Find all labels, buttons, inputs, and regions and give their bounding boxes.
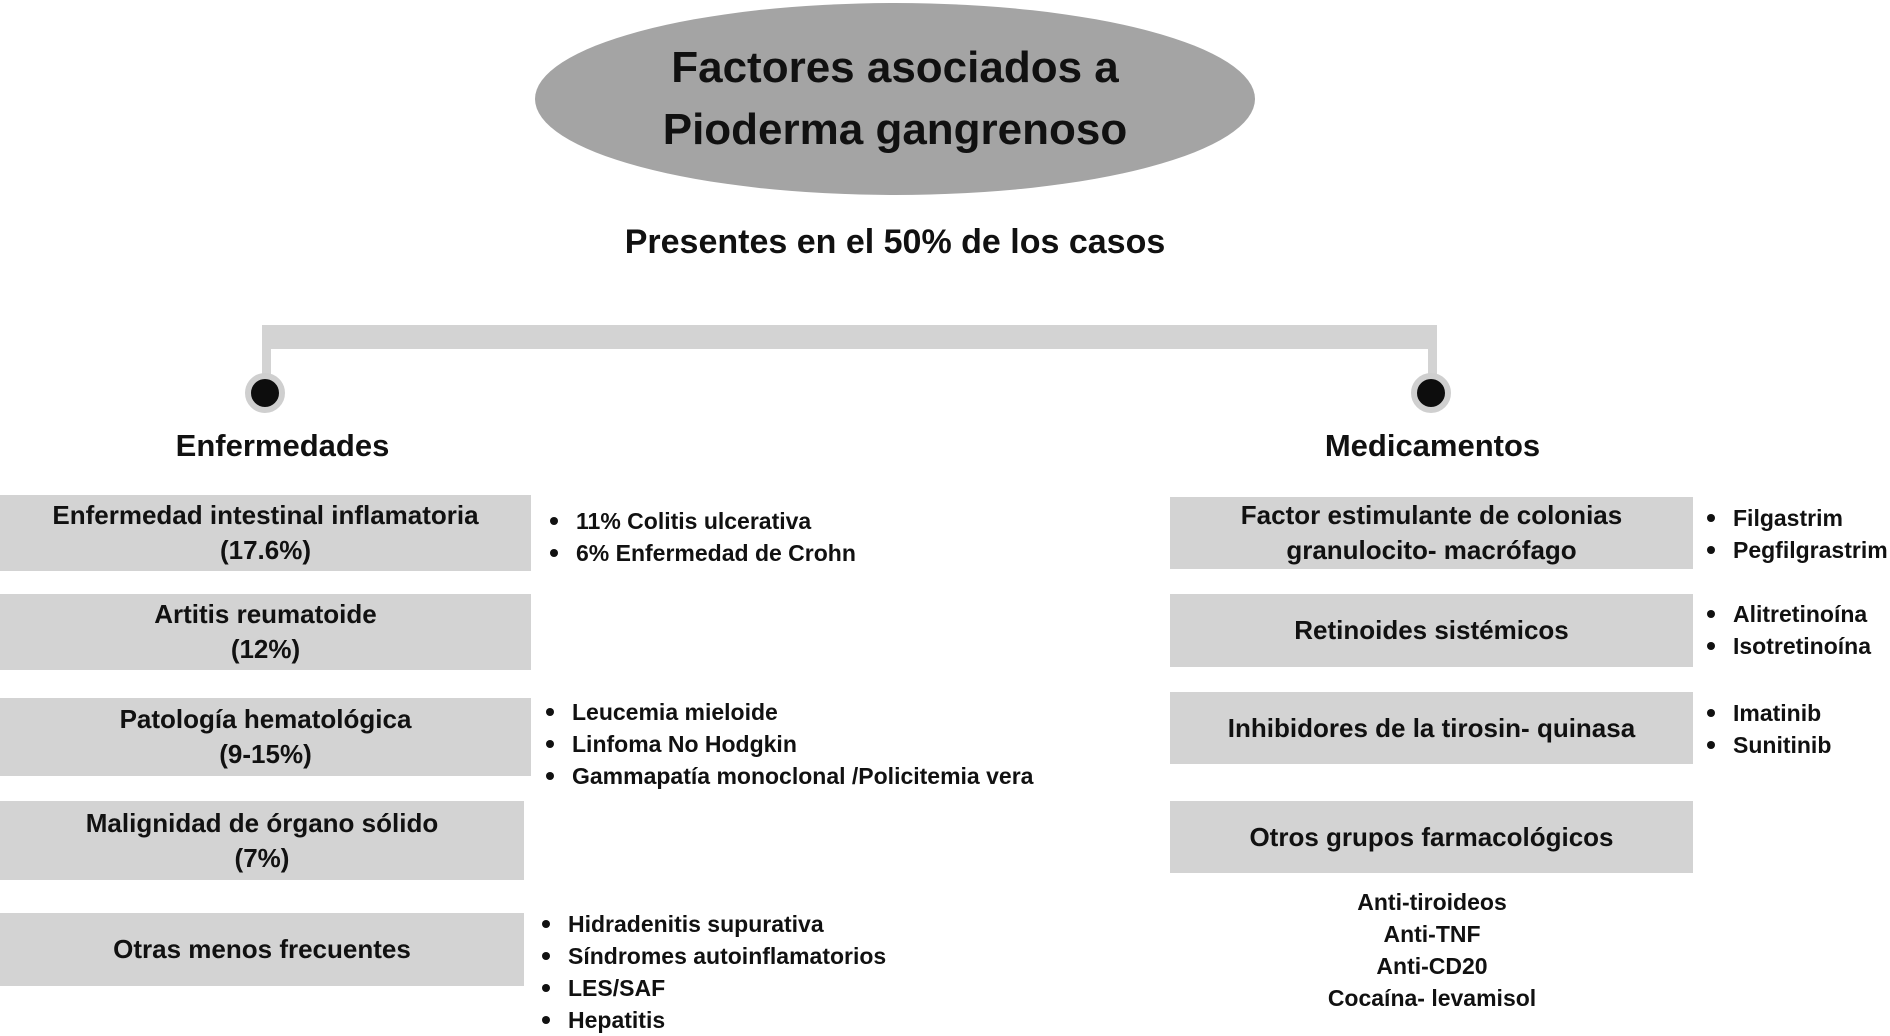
list-item: Anti-tiroideos xyxy=(1357,889,1507,915)
box-factor-estimulante: Factor estimulante de colonias granuloci… xyxy=(1170,497,1693,569)
box-otras-menos-frecuentes: Otras menos frecuentes xyxy=(0,913,524,986)
box-label: Patología hematológica xyxy=(119,704,412,734)
box-label: Factor estimulante de colonias xyxy=(1240,500,1623,530)
box-label: Enfermedad intestinal inflamatoria xyxy=(52,500,479,530)
list-item: Filgastrim xyxy=(1705,502,1888,534)
retinoides-details-list: Alitretinoína Isotretinoína xyxy=(1705,598,1871,662)
list-item: Cocaína- levamisol xyxy=(1327,985,1537,1011)
list-item: Isotretinoína xyxy=(1705,630,1871,662)
factor-details-list: Filgastrim Pegfilgrastrim xyxy=(1705,502,1888,566)
box-artritis-reumatoide: Artitis reumatoide (12%) xyxy=(0,594,531,670)
box-value: (17.6%) xyxy=(219,535,312,565)
title-ellipse: Factores asociados a Pioderma gangrenoso xyxy=(535,3,1255,195)
list-item: Gammapatía monoclonal /Policitemia vera xyxy=(544,760,1033,792)
diagram-title: Factores asociados a Pioderma gangrenoso xyxy=(663,37,1128,161)
box-patologia-hematologica: Patología hematológica (9-15%) xyxy=(0,698,531,776)
bracket-right-leg xyxy=(1428,325,1437,385)
intestinal-details-list: 11% Colitis ulcerativa 6% Enfermedad de … xyxy=(548,505,856,569)
list-item: 6% Enfermedad de Crohn xyxy=(548,537,856,569)
box-label: Inhibidores de la tirosin- quinasa xyxy=(1227,712,1636,743)
right-node-dot xyxy=(1411,373,1451,413)
list-item: Pegfilgrastrim xyxy=(1705,534,1888,566)
list-item: Imatinib xyxy=(1705,697,1831,729)
medicamentos-heading: Medicamentos xyxy=(1324,428,1541,463)
box-malignidad-organo-solido: Malignidad de órgano sólido (7%) xyxy=(0,801,524,880)
list-item: Anti-CD20 xyxy=(1376,953,1488,979)
list-item: Linfoma No Hodgkin xyxy=(544,728,1033,760)
hematologica-details-list: Leucemia mieloide Linfoma No Hodgkin Gam… xyxy=(544,696,1033,792)
list-item: Anti-TNF xyxy=(1383,921,1481,947)
box-inhibidores-tirosin-quinasa: Inhibidores de la tirosin- quinasa xyxy=(1170,692,1693,764)
box-retinoides-sistemicos: Retinoides sistémicos xyxy=(1170,594,1693,667)
box-enfermedad-intestinal: Enfermedad intestinal inflamatoria (17.6… xyxy=(0,495,531,571)
left-node-dot xyxy=(245,373,285,413)
box-value: (12%) xyxy=(230,634,301,664)
box-label: Retinoides sistémicos xyxy=(1294,615,1569,645)
box-otros-grupos-farmacologicos: Otros grupos farmacológicos xyxy=(1170,801,1693,873)
bracket-left-leg xyxy=(262,325,271,385)
box-label-line-2: granulocito- macrófago xyxy=(1286,535,1577,565)
list-item: LES/SAF xyxy=(540,972,886,1004)
list-item: 11% Colitis ulcerativa xyxy=(548,505,856,537)
list-item: Sunitinib xyxy=(1705,729,1831,761)
list-item: Síndromes autoinflamatorios xyxy=(540,940,886,972)
title-line-2: Pioderma gangrenoso xyxy=(662,105,1128,154)
otros-grupos-list: Anti-tiroideos Anti-TNF Anti-CD20 Cocaín… xyxy=(1172,886,1692,1014)
box-label: Malignidad de órgano sólido xyxy=(85,807,439,838)
box-value: (9-15%) xyxy=(219,739,312,769)
subtitle: Presentes en el 50% de los casos xyxy=(624,223,1166,261)
list-item: Hepatitis xyxy=(540,1004,886,1036)
list-item: Alitretinoína xyxy=(1705,598,1871,630)
box-label: Artitis reumatoide xyxy=(154,599,377,629)
inhibidores-details-list: Imatinib Sunitinib xyxy=(1705,697,1831,761)
list-item: Leucemia mieloide xyxy=(544,696,1033,728)
box-label: Otras menos frecuentes xyxy=(113,934,411,964)
title-line-1: Factores asociados a xyxy=(671,43,1119,92)
enfermedades-heading: Enfermedades xyxy=(175,428,390,463)
list-item: Hidradenitis supurativa xyxy=(540,908,886,940)
box-label: Otros grupos farmacológicos xyxy=(1249,821,1614,852)
box-value: (7%) xyxy=(234,842,290,873)
otras-details-list: Hidradenitis supurativa Síndromes autoin… xyxy=(540,908,886,1036)
bracket-connector xyxy=(262,325,1436,349)
